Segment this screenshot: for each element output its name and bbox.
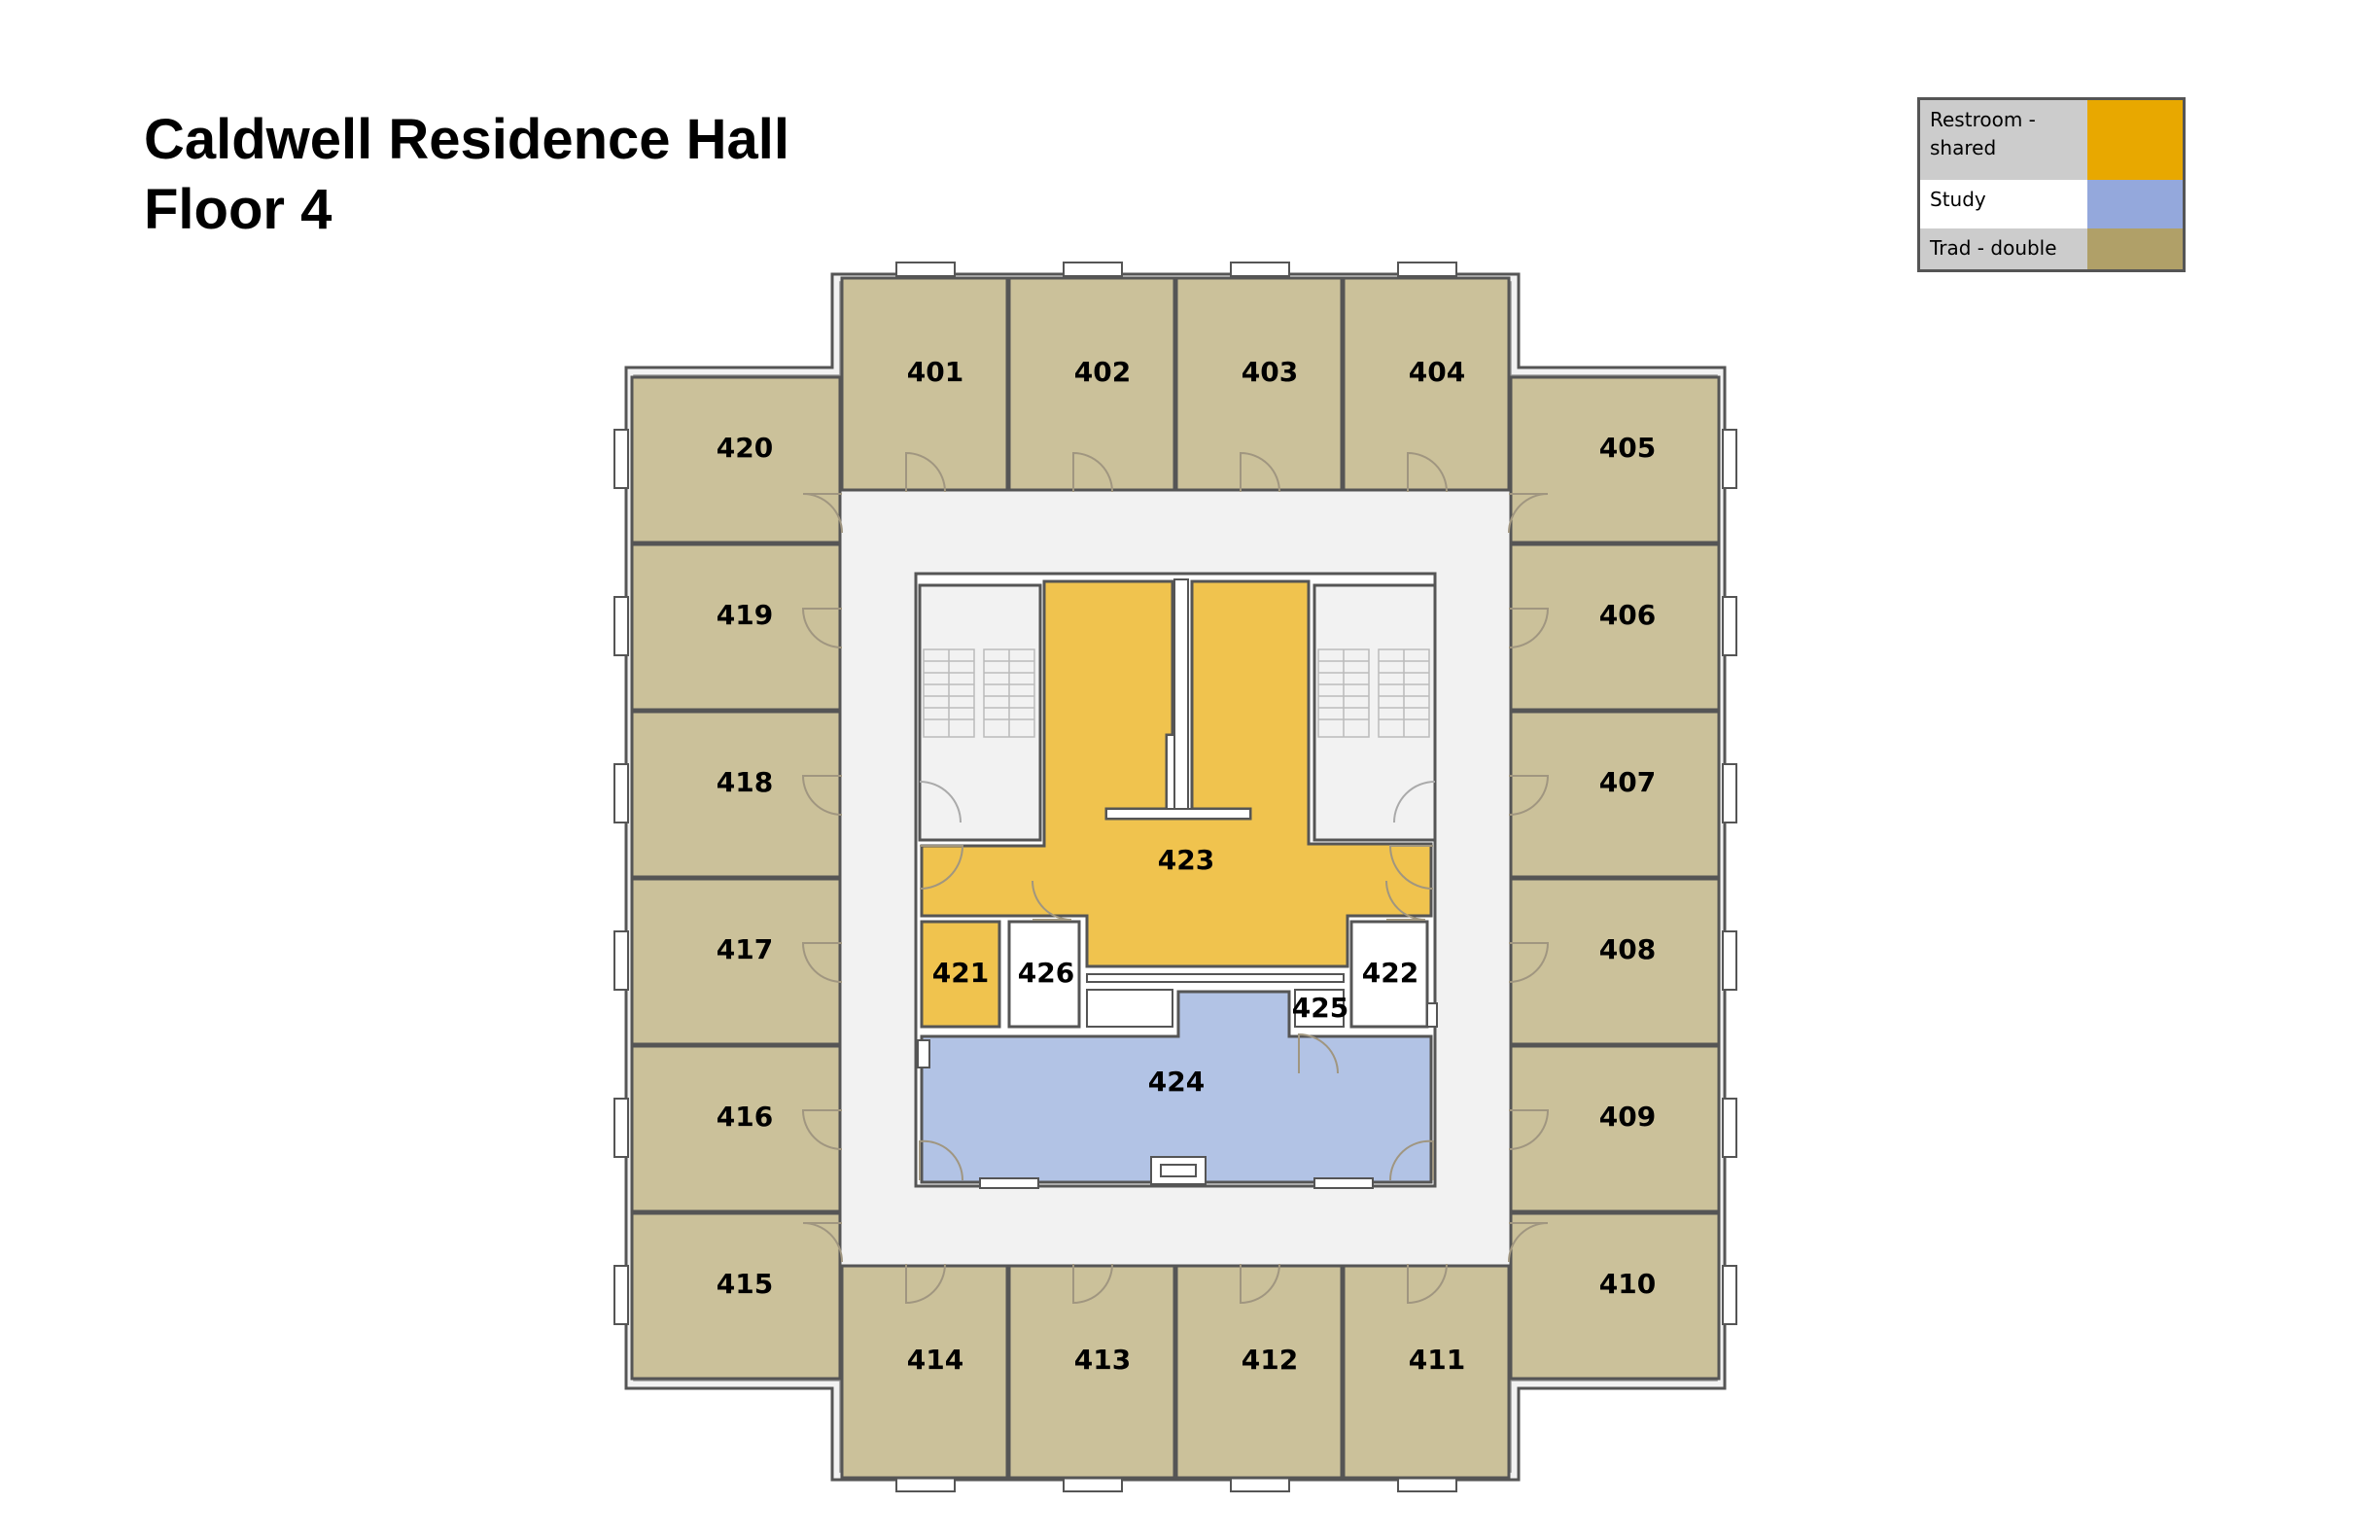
room-406[interactable] [1509, 542, 1721, 712]
room-419[interactable] [630, 542, 842, 712]
room-418[interactable] [630, 710, 842, 879]
room-label-406: 406 [1599, 599, 1656, 631]
room-label-405: 405 [1599, 432, 1656, 464]
interior-details [917, 578, 1438, 1189]
room-label-419: 419 [717, 599, 773, 631]
room-413[interactable] [1007, 1264, 1176, 1480]
room-label-414: 414 [907, 1344, 963, 1376]
legend-label: Restroom - shared [1930, 108, 2036, 159]
room-label-420: 420 [717, 432, 773, 464]
stairwell-east [1312, 583, 1437, 842]
legend: Restroom - shared Study Trad - double [1917, 97, 2186, 272]
room-411[interactable] [1342, 1264, 1511, 1480]
room-421[interactable] [920, 920, 1001, 1029]
room-label-422: 422 [1362, 957, 1418, 989]
legend-swatch-restroom [2087, 100, 2183, 180]
room-416[interactable] [630, 1044, 842, 1213]
room-label-423: 423 [1158, 844, 1214, 876]
floor-name: Floor 4 [144, 178, 332, 241]
room-label-411: 411 [1409, 1344, 1465, 1376]
stairwell-west [918, 583, 1042, 842]
room-label-410: 410 [1599, 1268, 1656, 1300]
room-label-412: 412 [1242, 1344, 1298, 1376]
room-412[interactable] [1174, 1264, 1344, 1480]
room-402[interactable] [1007, 276, 1176, 492]
room-label-408: 408 [1599, 933, 1656, 965]
room-426[interactable] [1007, 920, 1081, 1029]
room-408[interactable] [1509, 877, 1721, 1046]
room-label-413: 413 [1074, 1344, 1131, 1376]
room-405[interactable] [1509, 375, 1721, 544]
room-label-424: 424 [1148, 1066, 1205, 1098]
page-title: Caldwell Residence Hall Floor 4 [144, 105, 789, 245]
legend-label: Study [1930, 188, 1986, 211]
room-label-421: 421 [932, 957, 989, 989]
room-label-426: 426 [1018, 957, 1074, 989]
room-label-415: 415 [717, 1268, 773, 1300]
room-label-425: 425 [1292, 992, 1348, 1024]
room-414[interactable] [840, 1264, 1009, 1480]
windows [613, 262, 1737, 1492]
labels-layer: 401 402 403 404 405 406 407 408 409 410 411 412 413 4… [717, 356, 1656, 1376]
building-name: Caldwell Residence Hall [144, 108, 790, 171]
room-label-417: 417 [717, 933, 773, 965]
room-420[interactable] [630, 375, 842, 544]
legend-swatch-trad-double [2087, 228, 2183, 269]
room-404[interactable] [1342, 276, 1511, 492]
room-label-402: 402 [1074, 356, 1131, 388]
room-415[interactable] [630, 1211, 842, 1381]
legend-item-study: Study [1920, 180, 2183, 228]
room-label-416: 416 [717, 1101, 773, 1133]
room-424[interactable] [920, 990, 1433, 1184]
room-label-407: 407 [1599, 766, 1656, 798]
legend-label: Trad - double [1930, 236, 2057, 260]
room-401[interactable] [840, 276, 1009, 492]
room-403[interactable] [1174, 276, 1344, 492]
room-label-404: 404 [1409, 356, 1465, 388]
room-417[interactable] [630, 877, 842, 1046]
door-swings [801, 451, 1550, 1305]
room-label-409: 409 [1599, 1101, 1656, 1133]
room-409[interactable] [1509, 1044, 1721, 1213]
room-410[interactable] [1509, 1211, 1721, 1381]
legend-item-restroom: Restroom - shared [1920, 100, 2183, 180]
room-label-401: 401 [907, 356, 963, 388]
room-label-403: 403 [1242, 356, 1298, 388]
room-407[interactable] [1509, 710, 1721, 879]
legend-item-trad-double: Trad - double [1920, 228, 2183, 269]
legend-swatch-study [2087, 180, 2183, 228]
rooms-layer [630, 276, 1721, 1480]
room-422[interactable] [1349, 920, 1429, 1029]
room-label-418: 418 [717, 766, 773, 798]
